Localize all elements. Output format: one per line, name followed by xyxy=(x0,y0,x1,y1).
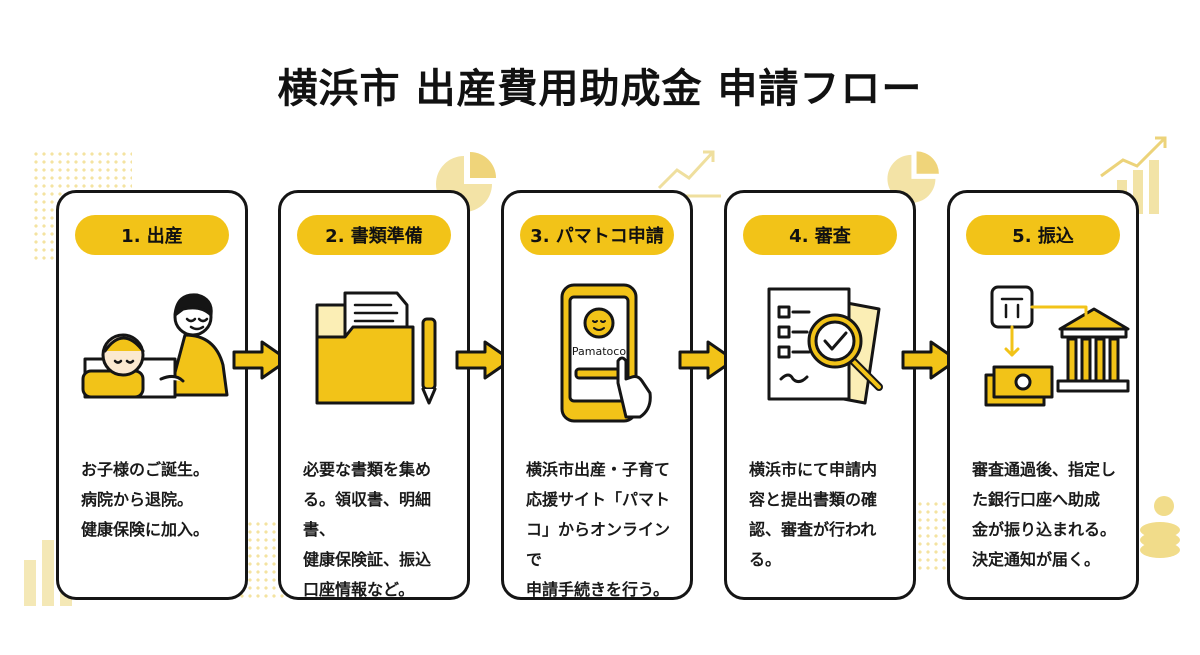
description-line: コ」からオンラインで xyxy=(526,520,671,569)
description-line: 申請手続きを行う。 xyxy=(526,580,670,599)
description-line: 必要な書類を集め xyxy=(303,460,432,479)
smartphone-app-icon: Pamatoco xyxy=(560,283,652,423)
coins-decor-icon xyxy=(1140,496,1180,558)
description-line: お子様のご誕生。 xyxy=(81,460,210,479)
description-line: 審査通過後、指定し xyxy=(972,460,1117,479)
step-description: 審査通過後、指定し た銀行口座へ助成 金が振り込まれる。 決定通知が届く。 xyxy=(972,455,1122,575)
arrow-right-icon xyxy=(901,340,959,380)
description-line: 健康保険に加入。 xyxy=(81,520,210,539)
newborn-with-parent-icon xyxy=(81,293,229,399)
description-line: 健康保険証、振込 xyxy=(303,550,432,569)
description-line: 決定通知が届く。 xyxy=(972,550,1101,569)
description-line: る。 xyxy=(749,550,782,569)
step-card-documents: 2. 書類準備 必要な書類を集め る。領収書、明細書、 健康保険証、振込 口座情… xyxy=(278,190,470,600)
arrow-right-icon xyxy=(232,340,290,380)
step-card-birth: 1. 出産 お子様のご誕生。 病院から退院。 健康保険に加入。 xyxy=(56,190,248,600)
step-description: 必要な書類を集め る。領収書、明細書、 健康保険証、振込 口座情報など。 xyxy=(303,455,453,605)
step-label-badge: 3. パマトコ申請 xyxy=(520,215,674,255)
step-label-badge: 1. 出産 xyxy=(75,215,229,255)
arrow-right-icon xyxy=(678,340,736,380)
description-line: る。領収書、明細書、 xyxy=(303,490,432,539)
description-line: 容と提出書類の確 xyxy=(749,490,878,509)
description-line: 口座情報など。 xyxy=(303,580,415,599)
step-card-pamatoco: 3. パマトコ申請 Pamatoco 横浜市出産・子育て 応援サイト「パマト コ… xyxy=(501,190,693,600)
step-description: 横浜市出産・子育て 応援サイト「パマト コ」からオンラインで 申請手続きを行う。 xyxy=(526,455,676,605)
description-line: 横浜市出産・子育て xyxy=(526,460,671,479)
step-label-badge: 5. 振込 xyxy=(966,215,1120,255)
step-card-transfer: 5. 振込 審査通過後、指定し た銀行口座へ助成 金が振り込まれる。 決定通知が… xyxy=(947,190,1139,600)
arrow-right-icon xyxy=(455,340,513,380)
description-line: た銀行口座へ助成 xyxy=(972,490,1101,509)
step-label-badge: 4. 審査 xyxy=(743,215,897,255)
step-description: お子様のご誕生。 病院から退院。 健康保険に加入。 xyxy=(81,455,231,545)
description-line: 横浜市にて申請内 xyxy=(749,460,878,479)
description-line: 病院から退院。 xyxy=(81,490,194,509)
documents-folder-icon xyxy=(315,291,437,405)
description-line: 認、審査が行われ xyxy=(749,520,877,539)
description-line: 応援サイト「パマト xyxy=(526,490,671,509)
bank-transfer-icon xyxy=(984,285,1130,407)
step-label-badge: 2. 書類準備 xyxy=(297,215,451,255)
document-review-icon xyxy=(767,287,883,405)
app-name-text: Pamatoco xyxy=(572,345,626,358)
description-line: 金が振り込まれる。 xyxy=(972,520,1117,539)
step-description: 横浜市にて申請内 容と提出書類の確 認、審査が行われ る。 xyxy=(749,455,899,575)
step-card-review: 4. 審査 横浜市にて申請内 容と提出書類の確 認、審査が行われ る。 xyxy=(724,190,916,600)
page-title: 横浜市 出産費用助成金 申請フロー xyxy=(277,66,923,112)
